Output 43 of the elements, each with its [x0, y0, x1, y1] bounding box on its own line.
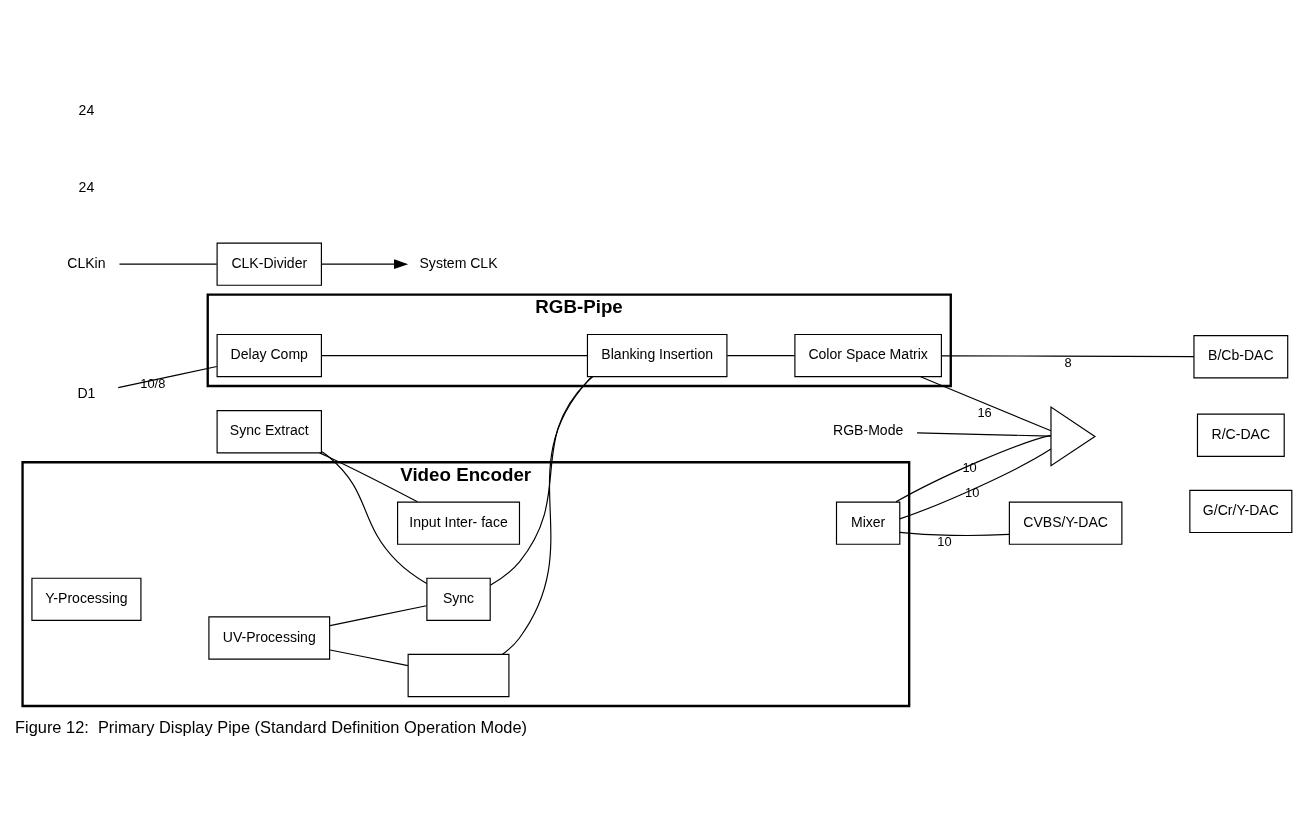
node-box: Mixer	[835, 500, 901, 545]
node-box: Sync Extract	[216, 409, 322, 453]
connector	[920, 375, 1052, 431]
node-box: UV-Processing	[208, 615, 331, 660]
node-triangle	[1050, 405, 1096, 467]
connector	[502, 375, 593, 655]
connector	[329, 648, 409, 666]
edge-label: 10/8	[140, 375, 166, 391]
connector	[916, 431, 1052, 437]
connector	[489, 375, 594, 586]
node-box: Y-Processing	[31, 577, 142, 621]
caption: Figure 12: Primary Display Pipe (Standard Definition Operation Mode)	[15, 717, 528, 736]
arrow	[320, 258, 409, 269]
connector	[319, 451, 418, 502]
node-box: CLK-Divider	[216, 241, 322, 286]
node-box: Blanking Insertion	[586, 333, 728, 377]
node-box: Sync	[426, 577, 491, 621]
node-box	[407, 653, 510, 697]
connector	[899, 448, 1052, 519]
connector	[941, 354, 1195, 357]
node-box: Delay Comp	[216, 333, 322, 377]
connector	[899, 531, 1010, 536]
node-text: System CLK	[419, 254, 498, 271]
connector	[117, 365, 218, 388]
edge-label: 8	[1064, 354, 1072, 370]
node-box: Input Inter- face	[397, 500, 521, 545]
connector	[329, 604, 428, 626]
node-box: B/Cb-DAC	[1193, 334, 1289, 378]
connector	[321, 354, 588, 356]
edge-label: 10	[937, 533, 952, 549]
connector	[321, 450, 428, 584]
node-text: CLKin	[67, 254, 106, 271]
connector	[118, 263, 218, 265]
edge-label: 16	[977, 404, 992, 420]
connector	[726, 354, 796, 356]
label: 24	[78, 178, 95, 195]
node-box: R/C-DAC	[1196, 413, 1285, 457]
label: 24	[78, 101, 95, 118]
node-text: D1	[77, 384, 96, 401]
node-text: RGB-Mode	[833, 421, 904, 438]
node-box: G/Cr/Y-DAC	[1189, 489, 1293, 533]
node-box: CVBS/Y-DAC	[1008, 500, 1123, 545]
node-box: Color Space Matrix	[794, 333, 942, 377]
